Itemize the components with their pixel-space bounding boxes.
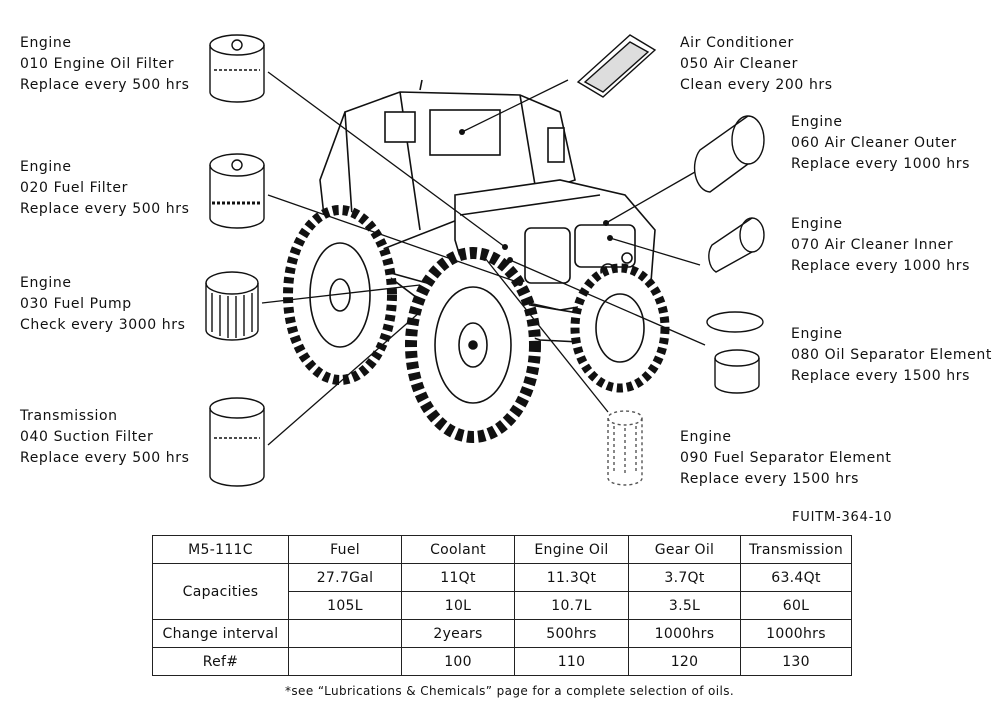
table-cell: 1000hrs bbox=[628, 619, 741, 648]
air-cleaner-outer-icon bbox=[693, 115, 765, 193]
table-cell: 10L bbox=[401, 591, 515, 620]
engine-oil-filter-icon bbox=[209, 34, 265, 103]
rear-wheel bbox=[283, 205, 397, 385]
tractor-illustration bbox=[205, 34, 765, 487]
table-row: Capacities 27.7Gal 11Qt 11.3Qt 3.7Qt 63.… bbox=[152, 563, 852, 620]
table-row: Change interval 2years 500hrs 1000hrs 10… bbox=[152, 619, 852, 648]
row-label: Capacities bbox=[152, 563, 289, 620]
front-wheel bbox=[570, 263, 670, 393]
fuel-pump-icon bbox=[205, 271, 259, 341]
table-cell: 3.7Qt bbox=[628, 563, 741, 592]
table-cell bbox=[288, 619, 402, 648]
column-header: Transmission bbox=[740, 535, 852, 564]
air-cleaner-inner-icon bbox=[708, 217, 765, 273]
table-cell: 110 bbox=[514, 647, 629, 676]
table-row: 105L 10L 10.7L 3.5L 60L bbox=[153, 591, 852, 620]
table-cell bbox=[288, 647, 402, 676]
suction-filter-icon bbox=[209, 397, 265, 487]
table-header-row: M5-111C Fuel Coolant Engine Oil Gear Oil… bbox=[152, 535, 852, 564]
row-label: Change interval bbox=[152, 619, 289, 648]
table-cell: 27.7Gal bbox=[288, 563, 402, 592]
table-cell: 11Qt bbox=[401, 563, 515, 592]
table-cell: 120 bbox=[628, 647, 741, 676]
leader-lines bbox=[261, 71, 706, 446]
column-header: Engine Oil bbox=[514, 535, 629, 564]
table-cell: 63.4Qt bbox=[740, 563, 852, 592]
figure-code: FUITM-364-10 bbox=[792, 510, 893, 525]
tractor-cab bbox=[319, 79, 576, 271]
table-cell: 60L bbox=[740, 591, 852, 620]
column-header: Gear Oil bbox=[628, 535, 741, 564]
capacities-table: M5-111C Fuel Coolant Engine Oil Gear Oil… bbox=[152, 535, 852, 676]
table-cell: 11.3Qt bbox=[514, 563, 629, 592]
table-row: Ref# 100 110 120 130 bbox=[152, 647, 852, 676]
table-cell: 500hrs bbox=[514, 619, 629, 648]
table-cell: 130 bbox=[740, 647, 852, 676]
table-cell: 100 bbox=[401, 647, 515, 676]
table-cell: 2years bbox=[401, 619, 515, 648]
column-header: Fuel bbox=[288, 535, 402, 564]
row-label: Ref# bbox=[152, 647, 289, 676]
fuel-separator-element-icon bbox=[607, 410, 643, 486]
oil-separator-element-icon bbox=[706, 311, 764, 394]
column-header: Coolant bbox=[401, 535, 515, 564]
table-cell: 1000hrs bbox=[740, 619, 852, 648]
rear-right-wheel bbox=[405, 247, 541, 443]
table-cell: 105L bbox=[288, 591, 402, 620]
fuel-filter-icon bbox=[209, 153, 265, 229]
table-cell: 3.5L bbox=[628, 591, 741, 620]
table-cell: 10.7L bbox=[514, 591, 629, 620]
cabin-air-cleaner-icon bbox=[576, 34, 657, 98]
model-cell: M5-111C bbox=[152, 535, 289, 564]
footnote: *see “Lubrications & Chemicals” page for… bbox=[285, 684, 735, 698]
